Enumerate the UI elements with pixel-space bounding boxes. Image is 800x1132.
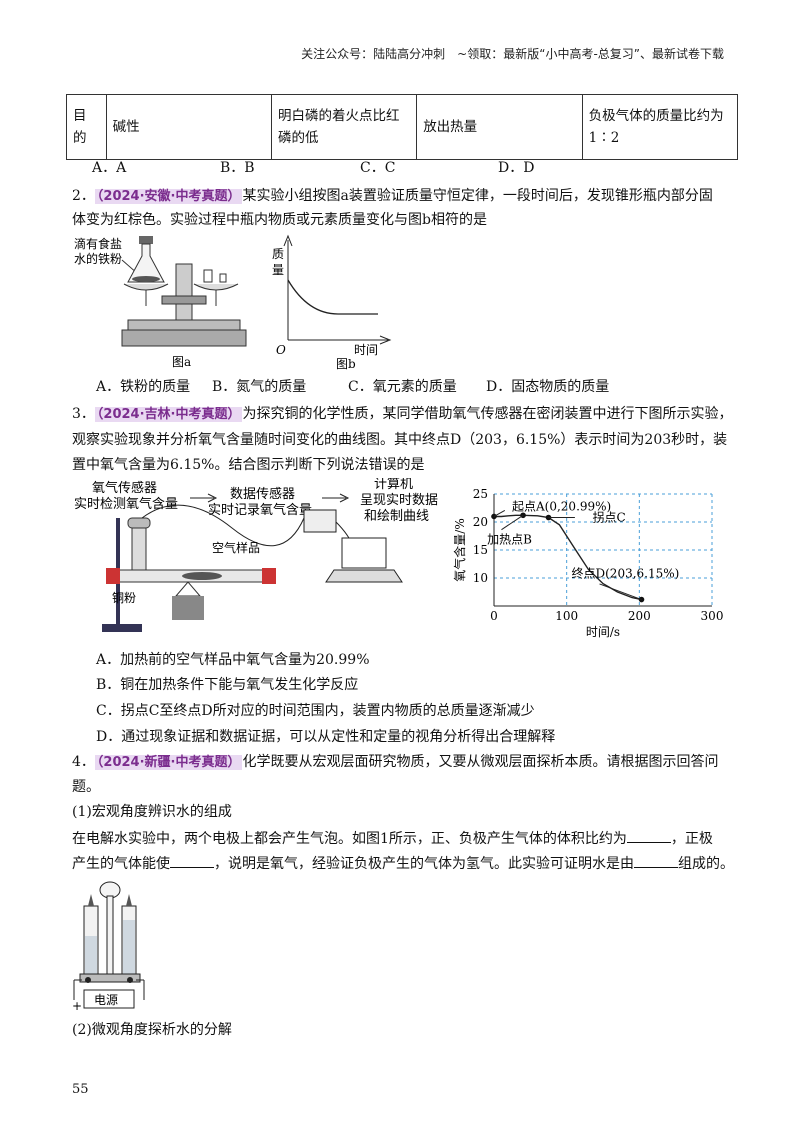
svg-text:实时记录氧气含量: 实时记录氧气含量	[208, 502, 312, 518]
fig-b-xlabel: 时间	[354, 343, 378, 357]
q3-option-d[interactable]: D．通过现象证据和数据证据，可以从定性和定量的视角分析得出合理解释	[96, 729, 556, 745]
page-number: 55	[72, 1082, 89, 1097]
fig-a-caption: 图a	[172, 355, 191, 369]
answer-blank-2[interactable]	[170, 853, 214, 868]
annotation-arrow	[599, 583, 642, 601]
option-d[interactable]: D．固态物质的质量	[486, 379, 610, 395]
question-number: 2．	[72, 188, 95, 204]
q2-stem-line1: 2．（2024·安徽·中考真题）某实验小组按图a装置验证质量守恒定律，一段时间后…	[72, 186, 713, 207]
sensor-label: 氧气传感器	[92, 480, 157, 496]
air-sample-label: 空气样品	[212, 540, 260, 555]
q3-stem-line3: 置中氧气含量为6.15%。结合图示判断下列说法错误的是	[72, 457, 425, 473]
y-tick-label: 10	[473, 571, 488, 585]
q4-sub2-title: (2)微观角度探析水的分解	[72, 1022, 232, 1038]
figure-electrolysis: 电源 +	[72, 881, 145, 1013]
q3-stem-text: 为探究铜的化学性质，某同学借助氧气传感器在密闭装置中进行下图所示实验，	[242, 406, 733, 422]
svg-text:实时检测氧气含量: 实时检测氧气含量	[74, 496, 178, 512]
option-c[interactable]: C．氧元素的质量	[348, 379, 457, 395]
annotation-label: 起点A(0,20.99%)	[512, 499, 611, 513]
svg-text:量: 量	[272, 263, 284, 277]
table-row: 目的 碱性 明白磷的着火点比红磷的低 放出热量 负极气体的质量比约为1∶2	[66, 94, 739, 160]
x-axis-label: 时间/s	[586, 625, 620, 639]
y-tick-label: 15	[473, 543, 488, 557]
source-tag: （2024·新疆·中考真题）	[94, 755, 243, 770]
plus-sign: +	[72, 999, 82, 1013]
y-tick-label: 20	[473, 515, 488, 529]
q4-sub1-title: (1)宏观角度辨识水的组成	[72, 804, 232, 820]
answer-blank-3[interactable]	[634, 853, 678, 868]
table-cell: 目的	[66, 94, 107, 160]
annotation-label: 拐点C	[593, 510, 626, 525]
x-tick-label: 0	[490, 609, 498, 623]
fig-b-curve	[287, 279, 378, 315]
svg-text:和绘制曲线: 和绘制曲线	[364, 509, 429, 524]
q2-stem-line2: 体变为红棕色。实验过程中瓶内物质或元素质量变化与图b相符的是	[72, 212, 487, 228]
chart-series	[494, 514, 642, 601]
q3-stem-line1: 3．（2024·吉林·中考真题）为探究铜的化学性质，某同学借助氧气传感器在密闭装…	[72, 404, 732, 425]
table-cell: 放出热量	[416, 94, 583, 160]
table-cell: 碱性	[105, 94, 273, 160]
y-axis-label: 氧气含量/%	[452, 518, 467, 581]
option-d[interactable]: D．D	[498, 160, 535, 176]
q1-options: A．A B．B C．C D．D	[92, 158, 534, 178]
table-cell: 明白磷的着火点比红磷的低	[271, 94, 418, 160]
x-tick-label: 300	[701, 609, 724, 623]
q4-text: ，说明是氧气，经验证负极产生的气体为氢气。此实验可证明水是由	[214, 856, 634, 872]
option-b[interactable]: B．B	[220, 160, 255, 176]
figure-a-balance: 滴有食盐 水的铁粉 图a	[74, 236, 247, 369]
option-a[interactable]: A．A	[92, 160, 127, 176]
q4-sub1-line1: 在电解水实验中，两个电极上都会产生气泡。如图1所示，正、负极产生气体的体积比约为…	[72, 828, 713, 849]
copper-label: 铜粉	[112, 590, 136, 605]
q4-sub1-line2: 产生的气体能使 ，说明是氧气，经验证负极产生的气体为氢气。此实验可证明水是由 组成的…	[72, 853, 734, 874]
q2-stem-text: 某实验小组按图a装置验证质量守恒定律，一段时间后，发现锥形瓶内部分固	[242, 188, 713, 204]
question-number: 3．	[72, 406, 95, 422]
x-tick-label: 200	[628, 609, 651, 623]
chart-annotations: 起点A(0,20.99%) 加热点B 拐点C 终点D(203,6.15%)	[487, 499, 680, 603]
source-tag: （2024·吉林·中考真题）	[94, 407, 243, 422]
chart-axes: 0 100 200 300 10 15 20 25 时间/s 氧气含量/%	[452, 487, 723, 639]
computer-label: 计算机	[374, 478, 413, 492]
fig-b-origin: O	[276, 343, 286, 357]
experiment-table: 目的 碱性 明白磷的着火点比红磷的低 放出热量 负极气体的质量比约为1∶2	[66, 94, 739, 160]
q4-stem-line2: 题。	[72, 779, 100, 795]
option-a[interactable]: A．铁粉的质量	[96, 379, 191, 395]
q4-text: 在电解水实验中，两个电极上都会产生气泡。如图1所示，正、负极产生气体的体积比约为	[72, 831, 627, 847]
q3-option-c[interactable]: C．拐点C至终点D所对应的时间范围内，装置内物质的总质量逐渐减少	[96, 703, 535, 719]
fig-b-ylabel: 质	[272, 247, 284, 261]
x-tick-label: 100	[555, 609, 578, 623]
svg-text:水的铁粉: 水的铁粉	[74, 251, 122, 266]
source-tag: （2024·安徽·中考真题）	[94, 189, 243, 204]
q4-text: 产生的气体能使	[72, 856, 170, 872]
page-header: 关注公众号：陆陆高分冲刺 ~领取：最新版“小中高考-总复习”、最新试卷下载	[301, 47, 724, 61]
q3-option-a[interactable]: A．加热前的空气样品中氧气含量为20.99%	[96, 652, 370, 668]
q4-stem-text: 化学既要从宏观层面研究物质，又要从微观层面探析本质。请根据图示回答问	[242, 754, 719, 770]
power-supply-label: 电源	[94, 993, 118, 1007]
annotation-arrow	[501, 514, 524, 531]
y-tick-label: 25	[473, 487, 488, 501]
annotation-arrow	[493, 510, 506, 517]
option-b[interactable]: B．氮气的质量	[212, 379, 307, 395]
figure-b-graph: 质 量 O 时间 图b	[272, 234, 392, 371]
q4-stem-line1: 4．（2024·新疆·中考真题）化学既要从宏观层面研究物质，又要从微观层面探析本…	[72, 752, 718, 773]
figure-oxygen-apparatus: 氧气传感器 实时检测氧气含量 数据传感器 实时记录氧气含量 计算机 呈现实时数据…	[74, 478, 438, 632]
q3-stem-line2: 观察实验现象并分析氧气含量随时间变化的曲线图。其中终点D（203，6.15%）表…	[72, 432, 728, 448]
table-cell: 负极气体的质量比约为1∶2	[581, 94, 739, 160]
q4-text: 组成的。	[678, 856, 734, 872]
annotation-label: 加热点B	[487, 532, 532, 546]
data-sensor-label: 数据传感器	[230, 486, 295, 502]
fig-a-label: 滴有食盐	[74, 236, 122, 251]
q2-options: A．铁粉的质量 B．氮气的质量 C．氧元素的质量 D．固态物质的质量	[96, 377, 609, 397]
annotation-label: 终点D(203,6.15%)	[572, 566, 680, 581]
fig-b-caption: 图b	[336, 357, 356, 371]
q3-option-b[interactable]: B．铜在加热条件下能与氧气发生化学反应	[96, 677, 359, 693]
oxygen-curve	[494, 514, 642, 601]
question-number: 4．	[72, 754, 95, 770]
q4-text: ，正极	[670, 831, 713, 847]
oxygen-chart: 0 100 200 300 10 15 20 25 时间/s 氧气含量/% 起点A(0,20.99…	[452, 487, 723, 639]
svg-text:呈现实时数据: 呈现实时数据	[360, 493, 438, 508]
option-c[interactable]: C．C	[360, 160, 396, 176]
answer-blank-1[interactable]	[626, 828, 671, 843]
